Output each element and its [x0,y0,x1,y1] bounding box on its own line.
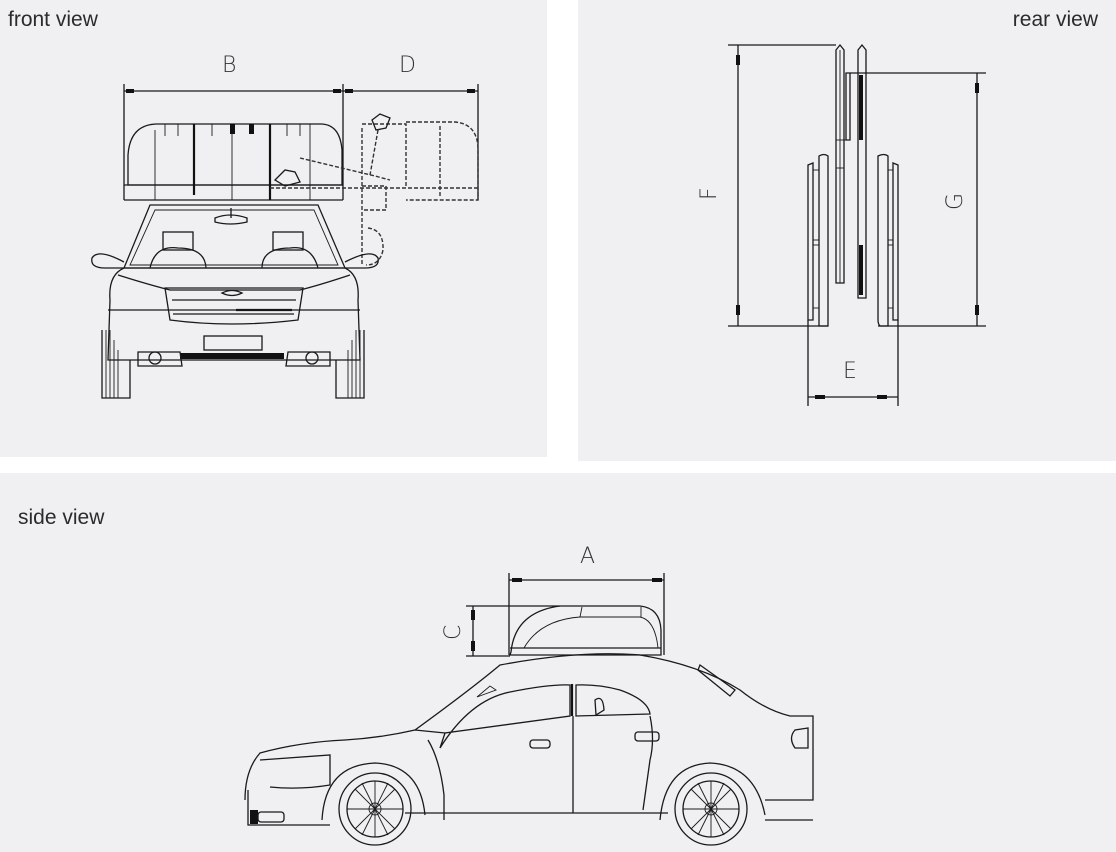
roof-box-open-outline [270,113,479,266]
front-view-panel: front view B D [0,0,547,457]
label-g: G [943,193,968,210]
front-view-drawing: B D [91,53,479,399]
dimension-b: B [123,53,344,200]
label-f: F [697,187,722,200]
front-wheel [321,762,426,846]
dimension-c: C [441,605,560,657]
front-view-label: front view [8,8,98,31]
dimension-d: D [343,53,479,200]
side-view-drawing: A C [244,544,814,846]
side-view-label: side view [18,506,105,529]
dimension-f: F [697,44,836,327]
rear-view-label: rear view [1012,8,1098,31]
roof-box-front [124,123,343,201]
car-side-body [244,653,814,826]
label-a: A [580,544,595,569]
rear-view-panel: rear view F G [578,0,1116,461]
rear-view-drawing: F G E [697,43,986,406]
roof-box-side [509,605,662,656]
dimension-a: A [508,544,665,655]
car-front-body [91,204,379,399]
label-b: B [222,53,236,78]
label-d: D [399,53,416,78]
dimension-g: G [850,72,986,327]
side-view-panel: side view A C [0,473,1116,852]
roof-box-rear-profile [807,43,899,327]
label-c: C [441,625,466,640]
rear-wheel [659,762,766,846]
label-e: E [843,359,857,384]
dimension-e: E [807,320,899,406]
